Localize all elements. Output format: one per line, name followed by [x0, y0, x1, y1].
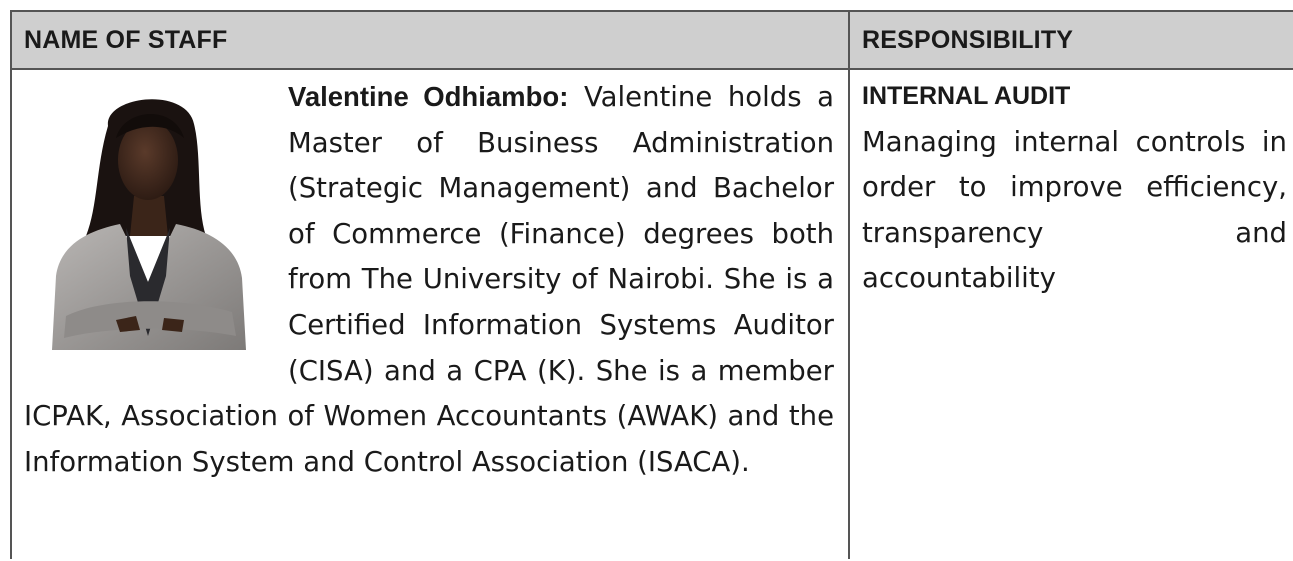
responsibility-cell: INTERNAL AUDIT Managing internal control…	[848, 69, 1293, 559]
responsibility-text: Managing internal controls in order to i…	[862, 125, 1287, 295]
staff-portrait-photo	[46, 86, 250, 350]
staff-name: Valentine Odhiambo:	[288, 81, 569, 112]
staff-table: NAME OF STAFF RESPONSIBILITY	[10, 10, 1293, 559]
staff-bio: Valentine Odhiambo: Valentine holds a Ma…	[12, 74, 848, 485]
responsibility-title: INTERNAL AUDIT	[862, 82, 1071, 110]
staff-bio-text: Valentine holds a Master of Business Adm…	[24, 81, 834, 478]
header-name-of-staff: NAME OF STAFF	[10, 10, 850, 70]
responsibility-block: INTERNAL AUDIT Managing internal control…	[850, 74, 1293, 302]
header-responsibility: RESPONSIBILITY	[848, 10, 1293, 70]
table-row: Valentine Odhiambo: Valentine holds a Ma…	[10, 69, 1293, 559]
table-header-row: NAME OF STAFF RESPONSIBILITY	[10, 10, 1293, 70]
staff-cell: Valentine Odhiambo: Valentine holds a Ma…	[10, 69, 850, 559]
